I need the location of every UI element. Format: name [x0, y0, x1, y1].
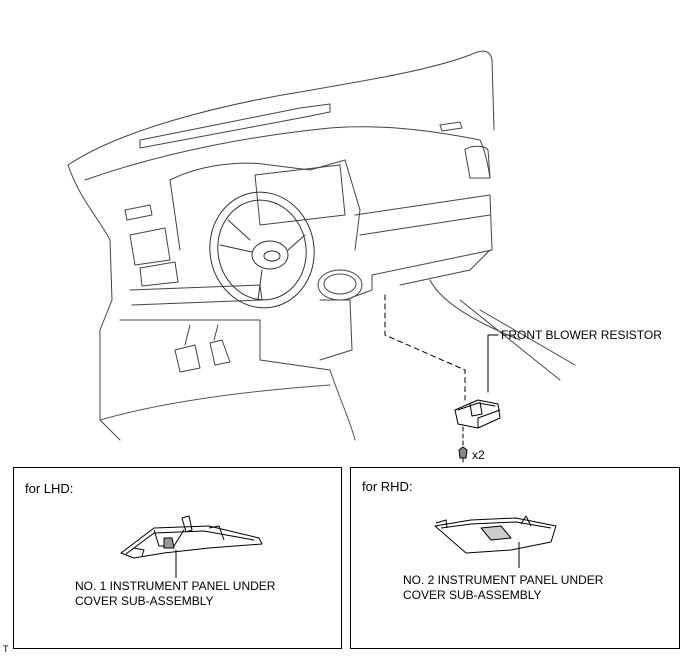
blower-resistor-part [454, 399, 501, 429]
screw-quantity-label: x2 [472, 448, 485, 462]
pedals [174, 324, 231, 373]
lhd-under-cover-drawing [120, 515, 263, 578]
dashboard-illustration [67, 50, 576, 463]
blower-callout-line [487, 334, 499, 393]
lhd-part-name-line2: COVER SUB-ASSEMBLY [75, 594, 214, 608]
left-dash [67, 164, 263, 441]
lhd-panel-title: for LHD: [25, 481, 74, 496]
rhd-part-name-line2: COVER SUB-ASSEMBLY [403, 588, 542, 602]
rhd-panel-title: for RHD: [362, 479, 413, 494]
steering-wheel [209, 191, 315, 309]
center-console [259, 194, 576, 381]
rhd-panel: for RHD: NO. 2 INSTRUMENT PANEL UNDER CO… [350, 467, 680, 649]
corner-mark: T [3, 644, 9, 654]
screw-icon [458, 446, 468, 463]
floor-lines [99, 369, 356, 441]
blower-resistor-label: FRONT BLOWER RESISTOR [501, 328, 662, 342]
rhd-under-cover-drawing [434, 515, 557, 568]
lhd-part-name-line1: NO. 1 INSTRUMENT PANEL UNDER [75, 579, 276, 593]
lhd-panel: for LHD: NO. 1 INSTRUMENT PANEL UNDER CO… [13, 467, 342, 649]
removal-leader-line [384, 294, 466, 401]
upper-dashboard [67, 50, 495, 181]
cluster-hood [169, 159, 361, 251]
rhd-part-name-line1: NO. 2 INSTRUMENT PANEL UNDER [403, 573, 604, 587]
